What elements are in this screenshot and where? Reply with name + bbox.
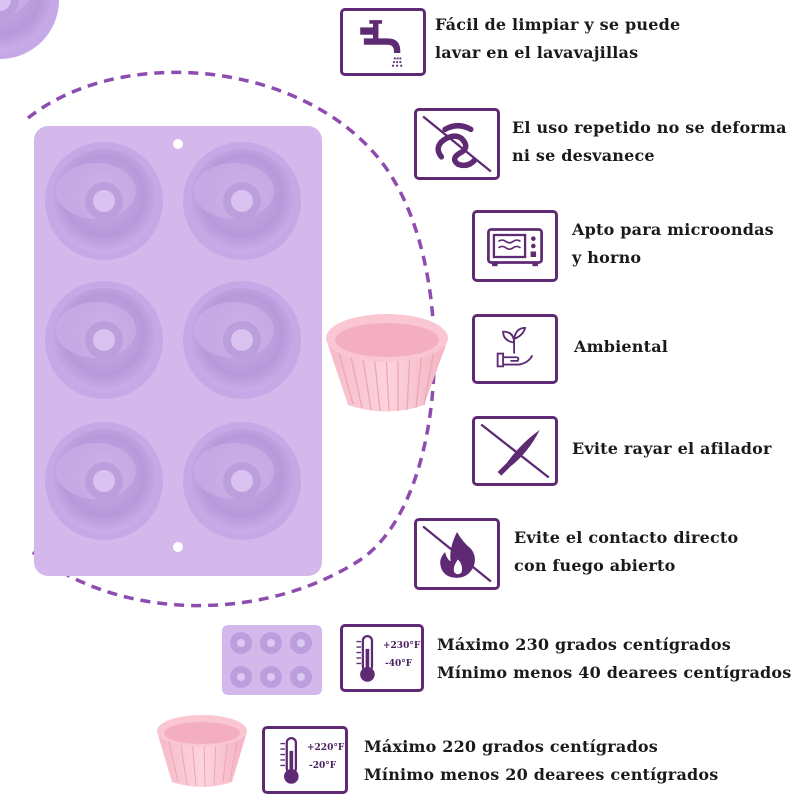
min-temp-label: -40°F xyxy=(385,659,413,669)
microwave-icon xyxy=(472,210,558,282)
min-temp-label: -20°F xyxy=(309,761,337,771)
feature-label-no-scratch: Evite rayar el afilador xyxy=(572,439,772,458)
max-temp-label: +220°F xyxy=(307,743,345,753)
feature-label-eco: Ambiental xyxy=(574,337,669,356)
faucet-icon xyxy=(340,8,426,76)
no-fire-icon xyxy=(414,518,500,590)
thermometer-icon: +230°F -40°F xyxy=(340,624,424,692)
max-temp-label: +230°F xyxy=(383,641,421,651)
no-knife-icon xyxy=(472,416,558,486)
thermometer-icon: +220°F -20°F xyxy=(262,726,348,794)
small-cupcake-liner xyxy=(157,715,247,787)
no-deform-icon xyxy=(414,108,500,180)
eco-leaf-hand-icon xyxy=(472,314,558,384)
cupcake-liner xyxy=(326,314,448,412)
donut-mold xyxy=(0,0,322,576)
small-donut-mold xyxy=(222,625,322,695)
